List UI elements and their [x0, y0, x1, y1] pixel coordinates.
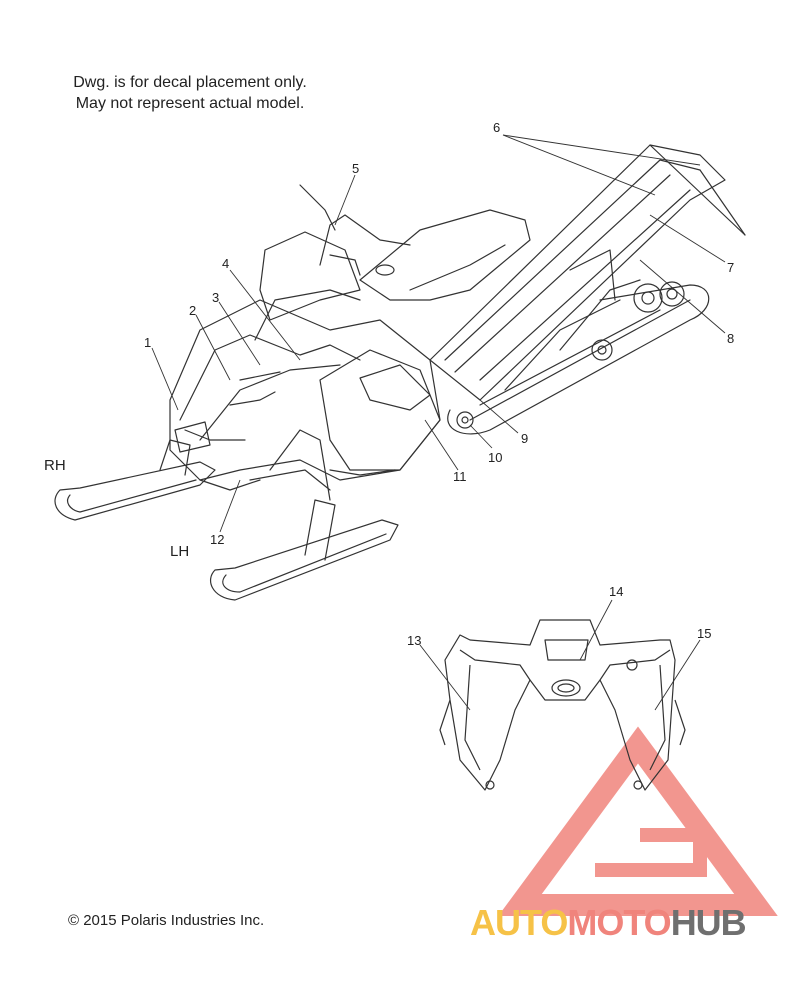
callout-14: 14 [609, 584, 623, 599]
callout-6: 6 [493, 120, 500, 135]
watermark-triangle [498, 726, 778, 916]
hood-inset-drawing [439, 619, 686, 791]
snowmobile-drawing [54, 144, 746, 601]
callout-13: 13 [407, 633, 421, 648]
copyright-text: © 2015 Polaris Industries Inc. [68, 912, 265, 929]
placement-note-line1: Dwg. is for decal placement only. [73, 74, 307, 91]
callout-4: 4 [222, 256, 229, 271]
placement-note: Dwg. is for decal placement only. May no… [40, 72, 340, 114]
callout-11: 11 [453, 469, 467, 484]
callout-7: 7 [727, 260, 734, 275]
leader-lines [151, 134, 726, 711]
callout-2: 2 [189, 303, 196, 318]
watermark-part2: MOTO [567, 902, 671, 943]
watermark-part3: HUB [670, 902, 747, 943]
watermark-part1: AUTO [470, 902, 568, 943]
placement-note-line2: May not represent actual model. [75, 95, 305, 112]
callout-5: 5 [352, 161, 359, 176]
callout-3: 3 [212, 290, 219, 305]
watermark-logo: AUTOMOTOHUB [470, 902, 747, 944]
callout-9: 9 [521, 431, 528, 446]
callout-15: 15 [697, 626, 711, 641]
callout-8: 8 [727, 331, 734, 346]
callout-1: 1 [144, 335, 151, 350]
callout-10: 10 [488, 450, 502, 465]
lh-label: LH [170, 543, 190, 560]
rh-label: RH [44, 457, 66, 474]
callout-12: 12 [210, 532, 224, 547]
